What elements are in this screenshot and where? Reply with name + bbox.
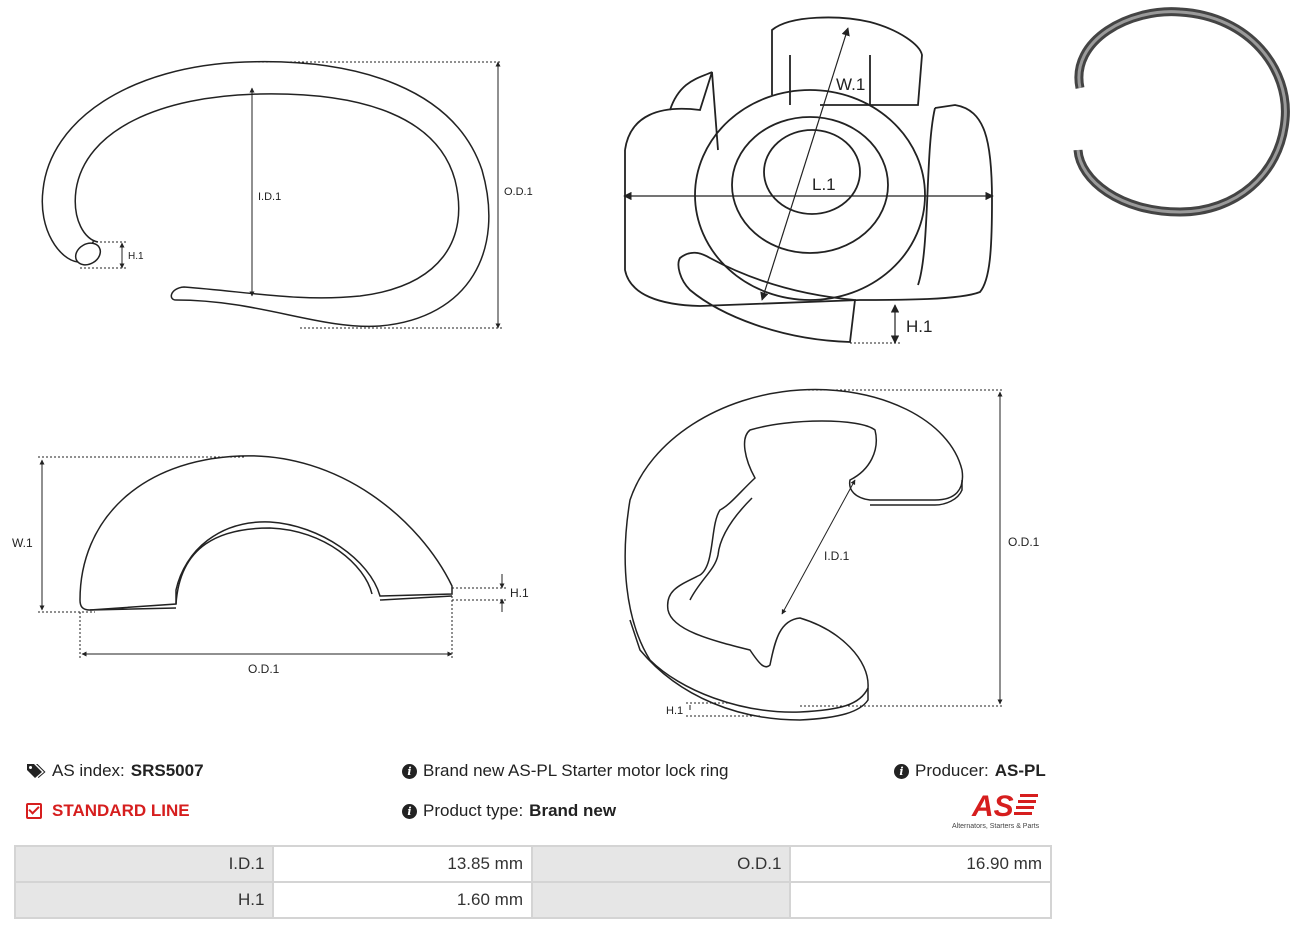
producer-label: Producer:: [915, 761, 989, 780]
as-index-row: AS index: SRS5007: [26, 761, 204, 781]
table-row: I.D.1 13.85 mm O.D.1 16.90 mm: [13, 845, 1052, 883]
ring-top-drawing: [41, 60, 502, 329]
info-circle-icon: i: [402, 763, 417, 779]
description-row: i Brand new AS-PL Starter motor lock rin…: [402, 761, 729, 781]
spec-label: [530, 881, 792, 919]
as-pl-logo: AS Alternators, Starters & Parts: [952, 790, 1054, 832]
tags-icon: [27, 764, 46, 778]
technical-drawings: I.D.1 O.D.1 H.1 W.1 L.1 H.1: [12, 7, 1290, 721]
spec-value: 13.85 mm: [272, 845, 533, 883]
ring-h-label: H.1: [128, 251, 144, 262]
product-type-label: Product type:: [423, 801, 524, 820]
eclip-od-label: O.D.1: [1008, 535, 1040, 549]
producer-value: AS-PL: [994, 761, 1046, 780]
arc-h-label: H.1: [510, 586, 529, 600]
spec-table: I.D.1 13.85 mm O.D.1 16.90 mm H.1 1.60 m…: [13, 845, 1052, 919]
spec-label: O.D.1: [530, 845, 792, 883]
arc-od-label: O.D.1: [248, 662, 280, 676]
as-index-label: AS index:: [52, 761, 125, 780]
eclip-h-label: H.1: [666, 705, 683, 717]
ring-od-label: O.D.1: [504, 186, 533, 198]
lock-w-label: W.1: [836, 75, 865, 94]
svg-text:AS: AS: [971, 790, 1014, 820]
info-circle-icon: i: [894, 763, 909, 779]
standard-line-badge: STANDARD LINE: [26, 801, 190, 821]
description-text: Brand new AS-PL Starter motor lock ring: [423, 761, 729, 780]
spec-value: [789, 881, 1052, 919]
spec-value: 16.90 mm: [789, 845, 1052, 883]
spec-value: 1.60 mm: [272, 881, 533, 919]
lock-h-label: H.1: [906, 317, 932, 336]
check-square-icon: [26, 803, 42, 819]
ring-id-label: I.D.1: [258, 191, 281, 203]
info-circle-icon: i: [402, 803, 417, 819]
producer-row: i Producer: AS-PL: [894, 761, 1046, 781]
standard-line-label: STANDARD LINE: [52, 801, 190, 820]
table-row: H.1 1.60 mm: [13, 881, 1052, 919]
spec-label: H.1: [13, 881, 275, 919]
spec-label: I.D.1: [13, 845, 275, 883]
e-clip-drawing: [624, 388, 1004, 721]
lock-l-label: L.1: [812, 175, 836, 194]
product-type-row: i Product type: Brand new: [402, 801, 616, 821]
eclip-id-label: I.D.1: [824, 549, 850, 563]
as-index-value: SRS5007: [130, 761, 204, 780]
lock-top-drawing: [623, 16, 994, 344]
as-logo-mark: AS: [971, 790, 1038, 820]
ring-photo: [1073, 7, 1290, 217]
product-type-value: Brand new: [529, 801, 617, 820]
logo-tagline: Alternators, Starters & Parts: [952, 823, 1040, 830]
arc-side-drawing: [38, 455, 508, 658]
arc-w-label: W.1: [12, 536, 33, 550]
